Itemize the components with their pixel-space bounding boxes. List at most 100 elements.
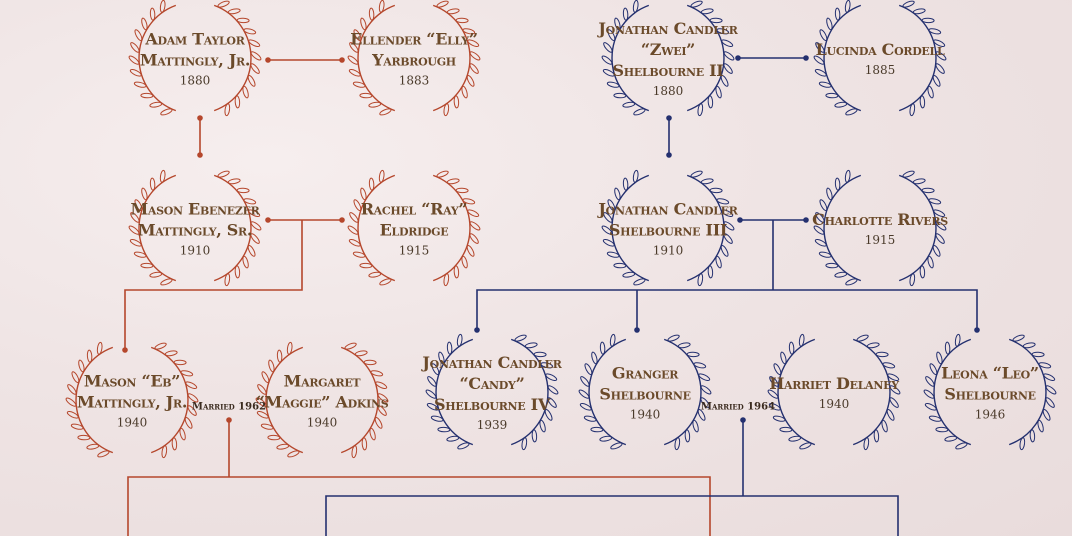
connector-dot (803, 217, 809, 223)
wreath-leaf (368, 101, 382, 108)
connector-dot (803, 55, 809, 61)
wreath-leaf (845, 278, 858, 286)
wreath-leaf (887, 373, 900, 381)
wreath-branch (777, 338, 816, 446)
wreath-leaf (921, 187, 935, 194)
wreath-leaf (66, 411, 79, 419)
wreath-leaf (187, 405, 197, 416)
wreath-leaf (583, 415, 597, 422)
wreath-leaf (607, 199, 616, 211)
person-year: 1940 (818, 397, 850, 411)
wreath-leaf (242, 255, 249, 269)
wreath-leaf (935, 63, 945, 74)
wreath-leaf (882, 362, 896, 369)
wreath-leaf (780, 351, 787, 365)
wreath-leaf (697, 409, 706, 421)
wreath-leaf (368, 177, 375, 191)
wreath-leaf (602, 69, 615, 77)
connector-dot (474, 327, 480, 333)
connector-dot (740, 417, 746, 423)
wreath-leaf (723, 233, 733, 244)
wreath-leaf (1037, 419, 1044, 433)
wreath-leaf (928, 28, 942, 35)
wreath-leaf (698, 373, 711, 381)
wreath-leaf (613, 262, 627, 269)
wreath-leaf (677, 342, 691, 349)
wreath-leaf (614, 187, 621, 201)
wreath-leaf (227, 8, 241, 15)
wreath-leaf (171, 437, 178, 451)
wreath-leaf (130, 42, 140, 53)
wreath-leaf (889, 385, 901, 395)
wreath-leaf (709, 187, 723, 194)
wreath-leaf (767, 389, 779, 399)
wreath-leaf (531, 429, 538, 443)
wreath-leaf (149, 7, 156, 21)
wreath-leaf (944, 435, 958, 442)
wreath-leaf (217, 0, 230, 8)
wreath-leaf (607, 29, 616, 41)
wreath-leaf (257, 384, 267, 395)
wreath-leaf (912, 178, 926, 185)
wreath-leaf (438, 351, 445, 365)
person-year: 1915 (398, 243, 430, 258)
wreath-leaf (359, 92, 373, 99)
wreath-leaf (96, 341, 103, 355)
connector-dot (226, 417, 232, 423)
wreath-leaf (250, 63, 260, 74)
wreath-leaf (935, 233, 945, 244)
wreath-leaf (825, 262, 839, 269)
wreath-leaf (533, 351, 547, 358)
person-harriet-delaney: Harriet Delaney 1940 (759, 373, 909, 411)
person-name: Mason Ebenezer Mattingly, Sr. (130, 199, 260, 240)
wreath-leaf (1019, 437, 1026, 451)
wreath-leaf (128, 55, 140, 65)
wreath-leaf (716, 28, 730, 35)
wreath-leaf (844, 169, 851, 183)
wreath-branch (357, 4, 396, 112)
wreath-leaf (601, 225, 613, 235)
wreath-leaf (377, 393, 389, 403)
wreath-leaf (446, 8, 460, 15)
connector-dot (122, 347, 128, 353)
wreath-leaf (260, 423, 274, 430)
wreath-leaf (674, 437, 681, 451)
wreath-leaf (247, 245, 256, 257)
wreath-leaf (540, 362, 554, 369)
wreath-leaf (286, 341, 293, 355)
wreath-leaf (437, 426, 451, 433)
wreath-leaf (363, 359, 377, 366)
wreath-leaf (932, 75, 941, 87)
wreath-leaf (234, 95, 241, 109)
wreath-leaf (684, 429, 691, 443)
child-bar-jonathan3 (476, 289, 978, 330)
wreath-leaf (909, 273, 916, 287)
wreath-leaf (159, 0, 166, 13)
wreath-leaf (129, 239, 142, 247)
wreath-leaf (360, 187, 367, 201)
wreath-leaf (834, 7, 841, 21)
wreath-leaf (160, 108, 173, 116)
wreath-leaf (815, 212, 825, 223)
wreath-leaf (788, 435, 802, 442)
wreath-leaf (819, 199, 828, 211)
wreath-mason_sr (128, 169, 262, 287)
wreath-leaf (602, 239, 615, 247)
wreath-leaf (632, 0, 639, 13)
wreath-leaf (921, 17, 935, 24)
wreath-leaf (1029, 429, 1036, 443)
wreath-leaf (446, 435, 460, 442)
wreath-leaf (599, 435, 613, 442)
wreath-leaf (521, 437, 528, 451)
wreath-leaf (578, 389, 590, 399)
wreath-branch (138, 4, 177, 112)
wreath-leaf (935, 426, 949, 433)
wreath-leaf (622, 271, 636, 278)
wreath-leaf (236, 187, 250, 194)
wreath-leaf (86, 349, 93, 363)
wreath-branch (898, 4, 937, 112)
wreath-leaf (700, 397, 710, 408)
wreath-leaf (349, 212, 359, 223)
wreath-leaf (716, 198, 730, 205)
